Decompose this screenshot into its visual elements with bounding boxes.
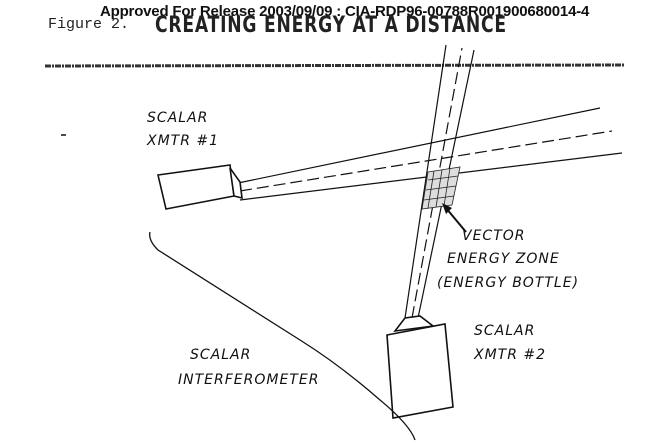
interferometer-label-line2: INTERFEROMETER — [178, 372, 320, 388]
zone-label-line2: ENERGY ZONE — [447, 251, 560, 267]
xmtr1-label-line2: XMTR #1 — [147, 133, 220, 149]
energy-zone-hatch — [421, 166, 461, 210]
scan-rule — [44, 63, 626, 68]
approval-stamp: Approved For Release 2003/09/09 : CIA-RD… — [100, 3, 590, 20]
xmtr2-label-line1: SCALAR — [474, 323, 536, 339]
arrow-icon — [442, 203, 467, 233]
interferometer-bracket — [149, 231, 416, 441]
figure-label: Figure 2. — [48, 16, 130, 33]
figure-title: CREATING ENERGY AT A DISTANCE — [155, 13, 507, 38]
xmtr2-label-line2: XMTR #2 — [474, 347, 547, 363]
xmtr1-label-line1: SCALAR — [147, 110, 209, 126]
interferometer-label-line1: SCALAR — [190, 347, 252, 363]
transmitter-2-shape — [386, 315, 454, 419]
zone-label-line3: (ENERGY BOTTLE) — [437, 275, 580, 291]
transmitter-1-shape — [157, 164, 243, 210]
zone-label-line1: VECTOR — [462, 228, 526, 244]
